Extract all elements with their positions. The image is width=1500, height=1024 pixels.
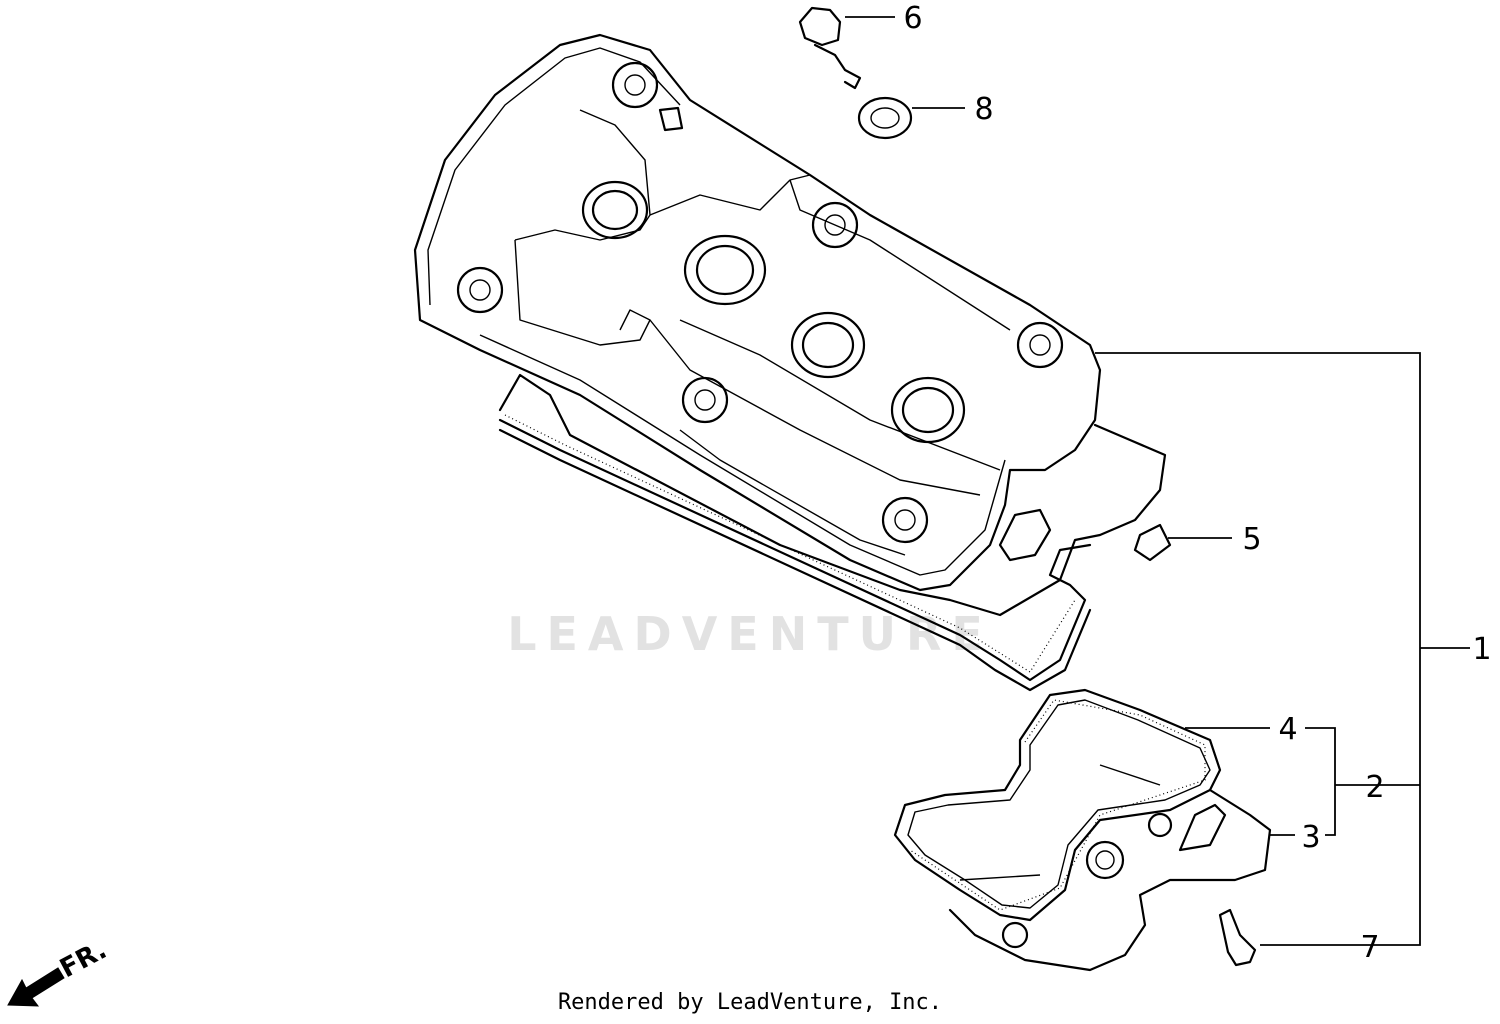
bolt-boss xyxy=(456,61,1064,544)
plate-bolt xyxy=(1218,908,1257,967)
breather-plate xyxy=(948,764,1272,972)
callout-5: 5 xyxy=(1242,522,1261,557)
footer-credit: Rendered by LeadVenture, Inc. xyxy=(557,990,943,1015)
watermark-text: LEADVENTURE xyxy=(507,607,993,661)
callout-4: 4 xyxy=(1278,712,1297,747)
plug-well xyxy=(581,180,966,444)
cylinder-head-cover xyxy=(413,33,1172,592)
callout-3: 3 xyxy=(1301,820,1320,855)
front-arrow-icon xyxy=(7,967,65,1007)
callout-1: 1 xyxy=(1472,632,1491,667)
leader-lines xyxy=(845,16,1470,946)
head-cover-gasket xyxy=(498,373,1167,692)
callout-6: 6 xyxy=(903,1,922,36)
callout-7: 7 xyxy=(1360,930,1379,965)
callout-2: 2 xyxy=(1365,770,1384,805)
breather-plate-gasket xyxy=(893,688,1222,922)
cover-bolt xyxy=(798,6,862,90)
sealing-washer xyxy=(857,96,913,140)
callout-8: 8 xyxy=(974,92,993,127)
